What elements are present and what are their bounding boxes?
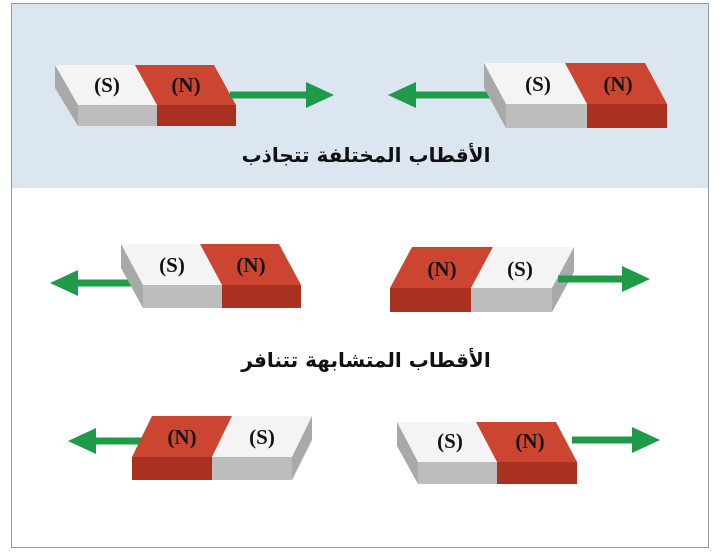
south-front-face bbox=[212, 457, 292, 480]
arrow-right-repel-bottom bbox=[572, 427, 660, 453]
magnet-repel-top-left: (S) (N) bbox=[121, 244, 301, 308]
repel-caption: الأقطاب المتشابهة تتنافر bbox=[240, 347, 490, 372]
south-top-face bbox=[212, 416, 312, 457]
north-label: (N) bbox=[427, 257, 456, 281]
south-side-face bbox=[55, 65, 78, 126]
north-label: (N) bbox=[167, 425, 196, 449]
south-label: (S) bbox=[159, 253, 185, 277]
south-top-face bbox=[484, 63, 587, 104]
north-label: (N) bbox=[603, 72, 632, 96]
arrow-head bbox=[632, 427, 660, 453]
arrow-right-repel-top bbox=[558, 266, 650, 292]
attract-caption: الأقطاب المختلفة تتجاذب bbox=[242, 142, 491, 167]
south-front-face bbox=[418, 462, 497, 484]
north-label: (N) bbox=[236, 253, 265, 277]
arrow-head bbox=[306, 82, 334, 108]
south-side-face bbox=[121, 244, 143, 308]
south-top-face bbox=[55, 65, 157, 105]
north-front-face bbox=[132, 457, 212, 480]
arrow-head bbox=[50, 270, 78, 296]
south-top-face bbox=[397, 422, 497, 462]
south-front-face bbox=[143, 285, 222, 308]
magnet-repel-top-right: (N) (S) bbox=[390, 247, 574, 312]
south-side-face bbox=[484, 63, 506, 128]
arrow-right-attract bbox=[230, 82, 334, 108]
arrow-left-attract bbox=[388, 82, 492, 108]
south-side-face bbox=[292, 416, 312, 480]
magnet-repel-bottom-right: (S) (N) bbox=[397, 422, 577, 484]
north-front-face bbox=[157, 105, 236, 126]
north-top-face bbox=[135, 65, 236, 105]
south-top-face bbox=[121, 244, 222, 285]
north-front-face bbox=[222, 285, 301, 308]
north-front-face bbox=[497, 462, 577, 484]
south-side-face bbox=[397, 422, 418, 484]
arrow-head bbox=[68, 428, 96, 454]
north-top-face bbox=[132, 416, 232, 457]
magnet-attract-left: (S) (N) bbox=[55, 65, 236, 126]
south-front-face bbox=[506, 104, 587, 128]
south-label: (S) bbox=[525, 72, 551, 96]
arrow-head bbox=[622, 266, 650, 292]
arrow-left-repel-top bbox=[50, 270, 138, 296]
magnet-attract-right: (S) (N) bbox=[484, 63, 667, 128]
south-top-face bbox=[471, 247, 574, 288]
north-front-face bbox=[587, 104, 667, 128]
north-top-face bbox=[565, 63, 667, 104]
north-front-face bbox=[390, 288, 471, 312]
north-label: (N) bbox=[515, 429, 544, 453]
south-front-face bbox=[78, 105, 157, 126]
north-top-face bbox=[476, 422, 577, 462]
north-top-face bbox=[200, 244, 301, 285]
south-label: (S) bbox=[249, 425, 275, 449]
south-label: (S) bbox=[437, 429, 463, 453]
south-label: (S) bbox=[507, 257, 533, 281]
south-label: (S) bbox=[94, 73, 120, 97]
north-top-face bbox=[390, 247, 493, 288]
south-front-face bbox=[471, 288, 552, 312]
magnet-repel-bottom-left: (N) (S) bbox=[132, 416, 312, 480]
arrow-head bbox=[388, 82, 416, 108]
north-label: (N) bbox=[171, 73, 200, 97]
